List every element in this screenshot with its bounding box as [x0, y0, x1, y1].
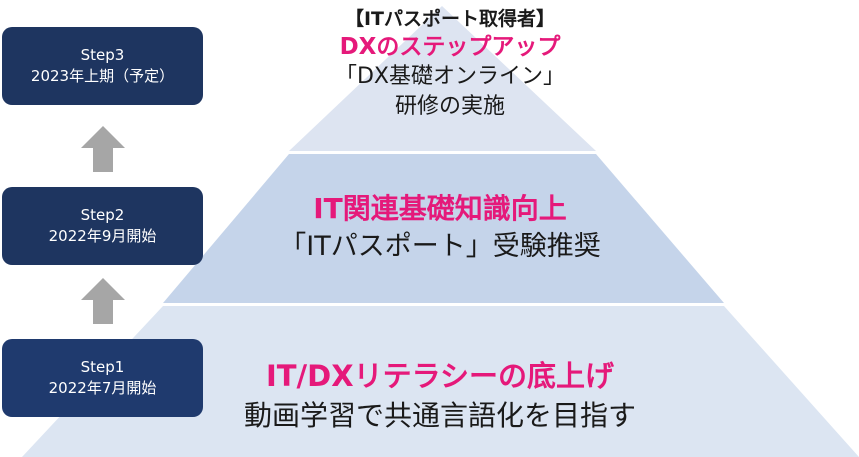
tier-middle-highlight: IT関連基礎知識向上	[313, 192, 567, 225]
tier-bottom-highlight: IT/DXリテラシーの底上げ	[265, 359, 614, 393]
pyramid-tier-middle	[163, 154, 724, 303]
step3-box: Step3 2023年上期（予定）	[2, 27, 203, 105]
tier-middle-detail: 「ITパスポート」受験推奨	[279, 231, 601, 262]
step2-title: Step2	[80, 206, 125, 224]
tier-top-text: 【ITパスポート取得者】 DXのステップアップ 「DX基礎オンライン」 研修の実…	[320, 6, 580, 122]
tier-bottom-detail: 動画学習で共通言語化を目指す	[243, 399, 636, 432]
up-arrow-icon	[81, 278, 125, 324]
tier-top-detail: 「DX基礎オンライン」	[334, 64, 565, 89]
step1-title: Step1	[80, 358, 125, 376]
pyramid-tier-bottom	[22, 306, 859, 457]
tier-bottom-text: IT/DXリテラシーの底上げ 動画学習で共通言語化を目指す	[200, 356, 680, 436]
tier-top-heading: 【ITパスポート取得者】	[344, 8, 556, 30]
pyramid-tier-top	[289, 6, 596, 151]
tier-top-highlight: DXのステップアップ	[339, 34, 561, 60]
step3-date: 2023年上期（予定）	[30, 67, 175, 85]
step2-date: 2022年9月開始	[48, 227, 157, 245]
step2-box: Step2 2022年9月開始	[2, 187, 203, 265]
tier-middle-text: IT関連基礎知識向上 「ITパスポート」受験推奨	[230, 190, 650, 266]
tier-top-detail-2: 研修の実施	[394, 94, 505, 119]
up-arrow-icon	[81, 126, 125, 172]
step1-date: 2022年7月開始	[48, 379, 157, 397]
step3-title: Step3	[80, 46, 125, 64]
step1-box: Step1 2022年7月開始	[2, 339, 203, 417]
